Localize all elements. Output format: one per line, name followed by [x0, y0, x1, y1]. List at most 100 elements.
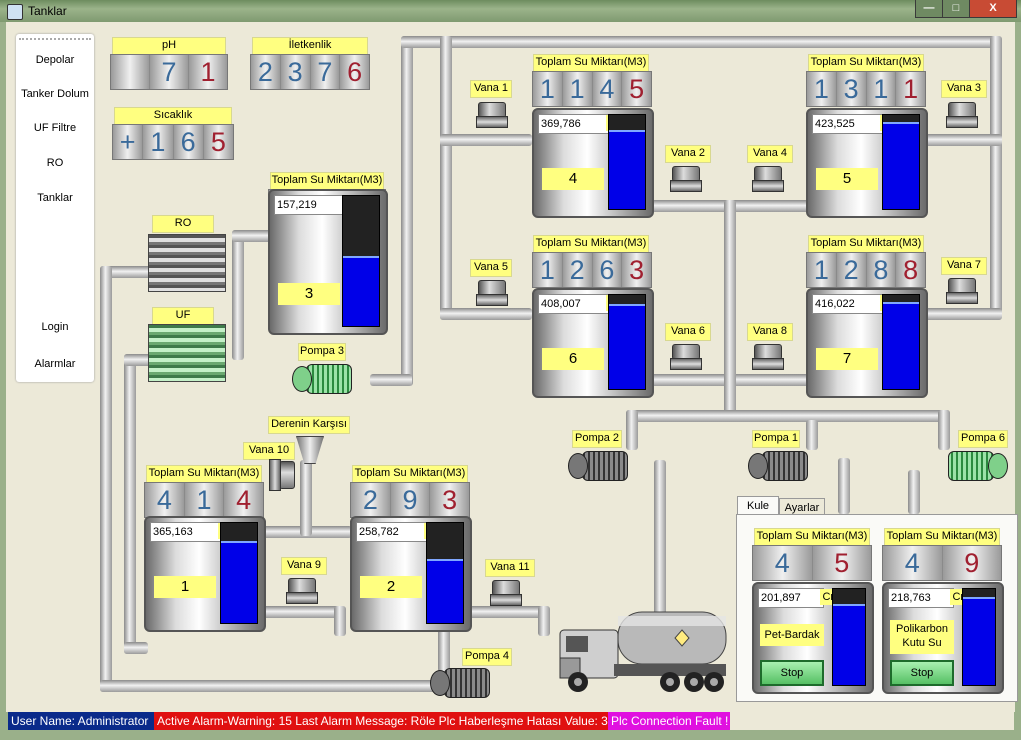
- menu-item-uf-filtre[interactable]: UF Filtre: [33, 122, 77, 134]
- vana-7-valve[interactable]: [946, 278, 978, 304]
- pipe: [438, 620, 450, 672]
- vana-4-label: Vana 4: [747, 145, 793, 163]
- pipe: [466, 606, 548, 618]
- level-fill: [963, 596, 995, 685]
- vana-10-label: Vana 10: [243, 442, 295, 460]
- vana-11-valve[interactable]: [490, 580, 522, 606]
- vana-1-label: Vana 1: [470, 80, 512, 98]
- pompa-2-pump[interactable]: [568, 447, 628, 481]
- vana-6-valve[interactable]: [670, 344, 702, 370]
- pompa-1-pump[interactable]: [748, 447, 808, 481]
- pipe: [401, 36, 1001, 48]
- menu-item-tanker-dolum[interactable]: Tanker Dolum: [21, 88, 89, 100]
- menu-item-ro[interactable]: RO: [46, 157, 64, 169]
- vana-9-valve[interactable]: [286, 578, 318, 604]
- menu-grip: [19, 38, 91, 40]
- tank-1[interactable]: 365,163Cm1: [144, 516, 266, 632]
- minimize-button[interactable]: —: [915, 0, 943, 18]
- ro-label: RO: [152, 215, 214, 233]
- level-value: 408,007: [538, 294, 614, 314]
- vana-4-valve[interactable]: [752, 166, 784, 192]
- menu-item-depolar[interactable]: Depolar: [35, 54, 75, 66]
- vana-1-valve[interactable]: [476, 102, 508, 128]
- pompa-3-label: Pompa 3: [298, 343, 346, 361]
- pompa-3-pump[interactable]: [292, 360, 352, 394]
- menu-item-tanklar[interactable]: Tanklar: [37, 192, 73, 204]
- menu-item-alarmlar[interactable]: Alarmlar: [34, 358, 76, 370]
- vana-2-valve[interactable]: [670, 166, 702, 192]
- pipe: [124, 354, 136, 654]
- vana-5-valve[interactable]: [476, 280, 508, 306]
- tank-number: 1: [154, 576, 216, 598]
- tank-7-total-label: Toplam Su Miktarı(M3): [808, 235, 924, 253]
- tank-3-total-label: Toplam Su Miktarı(M3): [270, 172, 384, 190]
- level-fill: [609, 304, 645, 389]
- level-value: 365,163: [150, 522, 226, 542]
- vana-8-valve[interactable]: [752, 344, 784, 370]
- tank-7[interactable]: 416,022Cm7: [806, 288, 928, 398]
- maximize-button[interactable]: □: [942, 0, 970, 18]
- level-fill: [883, 122, 919, 209]
- tank-5[interactable]: 423,525Cm5: [806, 108, 928, 218]
- pompa-6-label: Pompa 6: [958, 430, 1008, 448]
- kule-2-total-label: Toplam Su Miktarı(M3): [884, 528, 1000, 546]
- uf-filter[interactable]: [148, 324, 226, 382]
- ph-label: pH: [112, 37, 226, 55]
- pompa-6-pump[interactable]: [948, 447, 1008, 481]
- level-value: 258,782: [356, 522, 432, 542]
- vana-2-label: Vana 2: [665, 145, 711, 163]
- pipe: [938, 410, 950, 450]
- vana-6-label: Vana 6: [665, 323, 711, 341]
- iletkenlik-label: İletkenlik: [252, 37, 368, 55]
- menu-item-login[interactable]: Login: [41, 321, 69, 333]
- pipe: [300, 460, 312, 536]
- pipe: [538, 606, 550, 636]
- pipe: [440, 308, 532, 320]
- level-value: 423,525: [812, 114, 888, 134]
- tab-kule[interactable]: Kule: [737, 496, 779, 516]
- pipe: [924, 308, 1002, 320]
- tank-4[interactable]: 369,786Cm4: [532, 108, 654, 218]
- pipe: [724, 200, 736, 418]
- pipe: [232, 230, 244, 360]
- vana-3-valve[interactable]: [946, 102, 978, 128]
- vana-9-label: Vana 9: [281, 557, 327, 575]
- level-gauge: [882, 294, 920, 390]
- tank-6[interactable]: 408,007Cm6: [532, 288, 654, 398]
- level-gauge: [608, 294, 646, 390]
- ro-filter[interactable]: [148, 234, 226, 292]
- vana-7-label: Vana 7: [941, 257, 987, 275]
- stop-button[interactable]: Stop: [760, 660, 824, 686]
- close-button[interactable]: X: [969, 0, 1017, 18]
- level-gauge: [426, 522, 464, 624]
- tank-number: 7: [816, 348, 878, 370]
- side-menu: Depolar Tanker Dolum UF Filtre RO Tankla…: [16, 34, 94, 382]
- pipe: [440, 134, 532, 146]
- vana-10-valve[interactable]: [269, 459, 295, 491]
- level-gauge: [220, 522, 258, 624]
- level-gauge: [608, 114, 646, 210]
- pipe: [626, 410, 638, 450]
- tab-ayarlar[interactable]: Ayarlar: [779, 498, 825, 517]
- pipe: [908, 470, 920, 514]
- level-value: 369,786: [538, 114, 614, 134]
- stop-button[interactable]: Stop: [890, 660, 954, 686]
- tank-3[interactable]: 157,219Cm3: [268, 189, 388, 335]
- pipe: [990, 36, 1002, 320]
- level-value: 218,763: [888, 588, 954, 608]
- tank-2[interactable]: 258,782Cm2: [350, 516, 472, 632]
- level-value: 201,897: [758, 588, 824, 608]
- level-fill: [427, 559, 463, 623]
- pompa-2-label: Pompa 2: [572, 430, 622, 448]
- tank-number: 6: [542, 348, 604, 370]
- pompa-4-pump[interactable]: [430, 664, 490, 698]
- level-gauge: [342, 195, 380, 327]
